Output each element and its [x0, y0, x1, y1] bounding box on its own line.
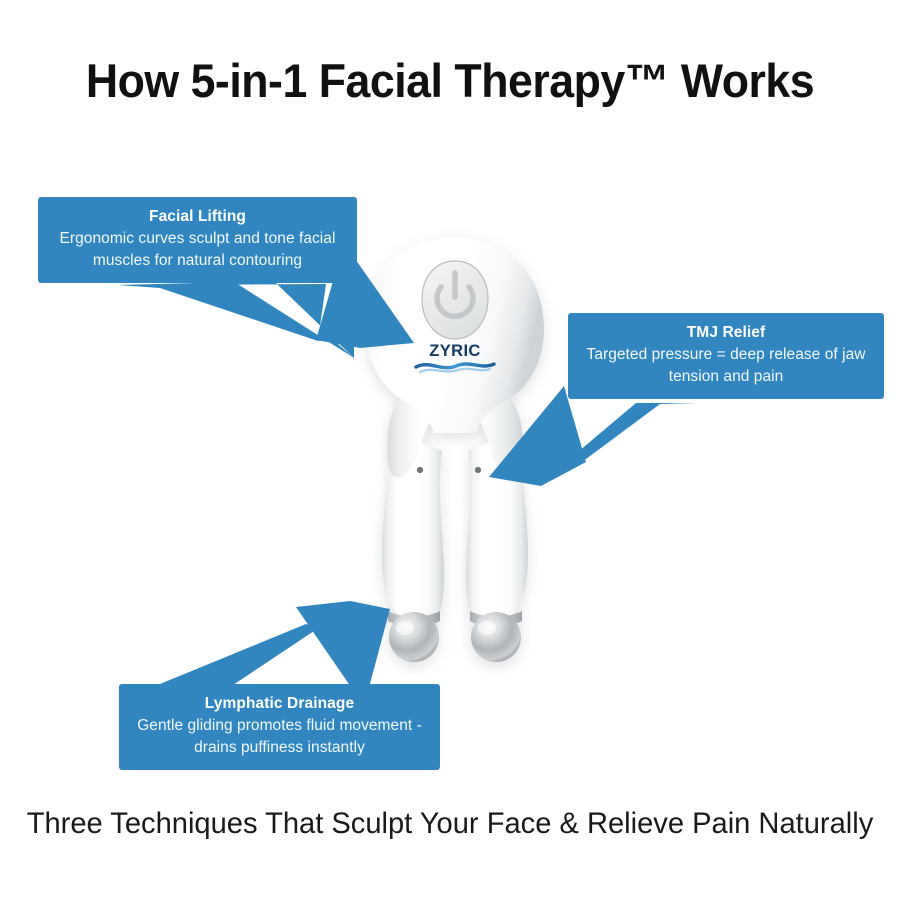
callout-facial-lifting-body: Ergonomic curves sculpt and tone facial … [59, 230, 336, 269]
brand-wave-icon [414, 362, 496, 374]
device-body [366, 237, 544, 662]
callout-tmj-relief-title: TMJ Relief [686, 324, 766, 341]
product-device-image: ZYRIC [330, 225, 580, 675]
page-title: How 5-in-1 Facial Therapy™ Works [85, 54, 815, 107]
sensor-dot-left [416, 466, 424, 474]
arrow-lymphatic-shaft [119, 611, 344, 686]
callout-lymphatic-drainage-body: Gentle gliding promotes fluid movement -… [137, 717, 422, 756]
right-massage-ball-tip [471, 612, 521, 662]
callout-facial-lifting[interactable]: Facial Lifting Ergonomic curves sculpt a… [38, 197, 357, 283]
device-left-leg [382, 431, 444, 626]
device-fork-yoke [387, 391, 523, 478]
callout-lymphatic-drainage[interactable]: Lymphatic Drainage Gentle gliding promot… [119, 684, 440, 770]
left-ball-highlight [396, 621, 414, 635]
arrow-facial-lifting-shaft [118, 283, 354, 358]
callout-facial-lifting-title: Facial Lifting [149, 208, 246, 225]
callout-tmj-relief-body: Targeted pressure = deep release of jaw … [586, 346, 866, 385]
power-symbol-icon [434, 270, 476, 319]
device-illustration [366, 237, 544, 662]
right-ball-highlight [478, 621, 496, 635]
sensor-dot-right [474, 466, 482, 474]
brand-name: ZYRIC [429, 342, 481, 360]
left-massage-ball-tip [389, 612, 439, 662]
power-button[interactable] [421, 260, 489, 340]
page-subtitle: Three Techniques That Sculpt Your Face &… [26, 807, 874, 840]
brand-logo: ZYRIC [412, 343, 498, 380]
callout-lymphatic-drainage-title: Lymphatic Drainage [204, 695, 355, 712]
callout-tmj-relief[interactable]: TMJ Relief Targeted pressure = deep rele… [568, 313, 884, 399]
